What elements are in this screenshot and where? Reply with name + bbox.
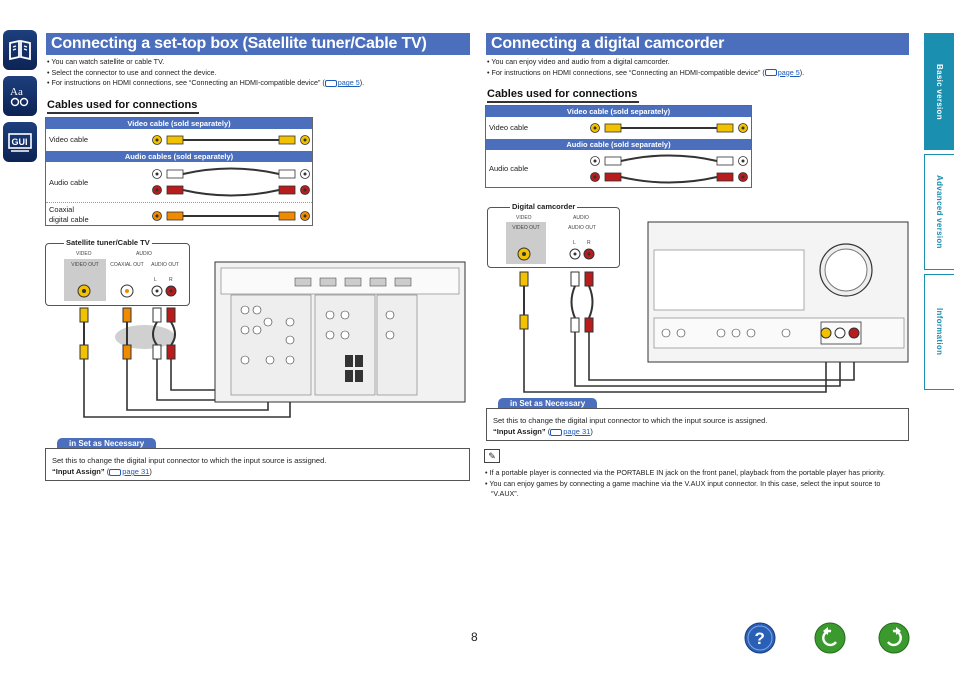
left-bullets: • You can watch satellite or cable TV. •… bbox=[46, 57, 470, 89]
cable-row-video: Video cable bbox=[46, 129, 312, 151]
reference-icon bbox=[550, 428, 563, 436]
video-cable-icon bbox=[152, 135, 310, 145]
settop-connection-diagram bbox=[77, 261, 466, 418]
left-note-tab: in Set as Necessary bbox=[57, 438, 157, 449]
svg-text:Aa: Aa bbox=[10, 86, 23, 98]
contents-book-icon[interactable] bbox=[3, 30, 37, 70]
cable-row-video: Video cable bbox=[486, 117, 751, 139]
memo-item: • You can enjoy games by connecting a ga… bbox=[485, 478, 881, 499]
page-link[interactable]: page 5 bbox=[777, 67, 800, 77]
index-aa-icon[interactable]: Aa bbox=[3, 76, 37, 116]
audio-r-label: R bbox=[169, 277, 173, 283]
cable-table-header: Video cable (sold separately) bbox=[46, 118, 312, 129]
page-number: 8 bbox=[471, 630, 478, 644]
right-cable-table: Video cable (sold separately) Video cabl… bbox=[485, 105, 752, 188]
camcorder-connection-diagram bbox=[517, 221, 909, 393]
audio-l-label: L bbox=[573, 240, 576, 246]
audio-cable-icon bbox=[152, 167, 310, 197]
page-link[interactable]: page 31 bbox=[122, 467, 150, 476]
cable-row-audio: Audio cable bbox=[486, 150, 751, 188]
bullet-item: • You can enjoy video and audio from a d… bbox=[487, 57, 670, 66]
video-out-label: VIDEO OUT bbox=[512, 225, 540, 231]
audio-out-label: AUDIO OUT bbox=[568, 225, 596, 231]
reference-icon bbox=[764, 69, 777, 77]
audio-l-label: L bbox=[154, 277, 157, 283]
camcorder-device: Digital camcorder VIDEO AUDIO VIDEO OUT … bbox=[487, 202, 620, 268]
right-note-tab: in Set as Necessary bbox=[498, 398, 598, 409]
video-out-label: VIDEO OUT bbox=[71, 262, 99, 268]
video-cable-icon bbox=[590, 123, 748, 133]
cable-row-audio: Audio cable bbox=[46, 162, 312, 202]
device-title: Digital camcorder bbox=[510, 202, 578, 211]
coaxial-cable-icon bbox=[152, 211, 310, 221]
memo-item: • If a portable player is connected via … bbox=[485, 468, 886, 477]
right-cables-heading: Cables used for connections bbox=[487, 88, 639, 103]
coaxial-out-label: COAXIAL OUT bbox=[110, 262, 144, 268]
gui-icon[interactable]: GUI bbox=[3, 122, 37, 162]
back-arrow-icon[interactable] bbox=[814, 622, 846, 654]
page-link[interactable]: page 5 bbox=[337, 78, 360, 88]
reference-icon bbox=[324, 79, 337, 87]
tab-information[interactable]: Information bbox=[924, 274, 954, 390]
note-link-line: “Input Assign” (page 31) bbox=[493, 427, 593, 436]
audio-group-label: AUDIO bbox=[136, 251, 152, 257]
bullet-item: • You can watch satellite or cable TV. bbox=[47, 57, 165, 66]
left-section-title: Connecting a set-top box (Satellite tune… bbox=[46, 33, 470, 55]
tab-advanced-version[interactable]: Advanced version bbox=[924, 154, 954, 270]
video-group-label: VIDEO bbox=[516, 215, 532, 221]
left-cable-table: Video cable (sold separately) Video cabl… bbox=[45, 117, 313, 226]
audio-cable-icon bbox=[590, 154, 748, 184]
cable-table-header: Audio cable (sold separately) bbox=[486, 139, 751, 150]
page-link[interactable]: page 31 bbox=[563, 427, 591, 436]
audio-r-label: R bbox=[587, 240, 591, 246]
right-note-box: Set this to change the digital input con… bbox=[486, 408, 909, 441]
svg-text:GUI: GUI bbox=[12, 137, 28, 147]
forward-arrow-icon[interactable] bbox=[878, 622, 910, 654]
bullet-item: • For instructions on HDMI connections, … bbox=[487, 67, 805, 77]
right-bullets: • You can enjoy video and audio from a d… bbox=[486, 57, 910, 78]
cable-row-label: Video cable bbox=[489, 123, 529, 132]
cable-table-header: Video cable (sold separately) bbox=[486, 106, 751, 117]
note-text: Set this to change the digital input con… bbox=[493, 416, 768, 425]
left-sidebar: Aa GUI bbox=[3, 30, 39, 168]
bullet-item: • For instructions on HDMI connections, … bbox=[47, 78, 365, 88]
cable-row-label: Audio cable bbox=[49, 178, 89, 187]
audio-out-label: AUDIO OUT bbox=[151, 262, 179, 268]
tab-basic-version[interactable]: Basic version bbox=[924, 33, 954, 150]
video-group-label: VIDEO bbox=[76, 251, 92, 257]
cable-table-header: Audio cables (sold separately) bbox=[46, 151, 312, 162]
settop-box-device: Satellite tuner/Cable TV VIDEO AUDIO VID… bbox=[45, 238, 190, 306]
left-cables-heading: Cables used for connections bbox=[47, 99, 199, 114]
memo-pencil-icon: ✎ bbox=[484, 449, 500, 463]
note-link-line: “Input Assign” (page 31) bbox=[52, 467, 152, 476]
help-question-icon[interactable]: ? bbox=[744, 622, 776, 654]
reference-icon bbox=[109, 468, 122, 476]
cable-row-label: Audio cable bbox=[489, 164, 529, 173]
left-note-box: Set this to change the digital input con… bbox=[45, 448, 470, 481]
right-version-tabs: Basic version Advanced version Informati… bbox=[924, 33, 954, 390]
bullet-item: • Select the connector to use and connec… bbox=[47, 67, 217, 77]
right-section-title: Connecting a digital camcorder bbox=[486, 33, 909, 55]
device-title: Satellite tuner/Cable TV bbox=[64, 238, 152, 247]
svg-text:?: ? bbox=[755, 629, 765, 648]
note-text: Set this to change the digital input con… bbox=[52, 456, 327, 465]
cable-row-label: Video cable bbox=[49, 135, 89, 144]
audio-group-label: AUDIO bbox=[573, 215, 589, 221]
memo-bullets: • If a portable player is connected via … bbox=[484, 468, 910, 500]
